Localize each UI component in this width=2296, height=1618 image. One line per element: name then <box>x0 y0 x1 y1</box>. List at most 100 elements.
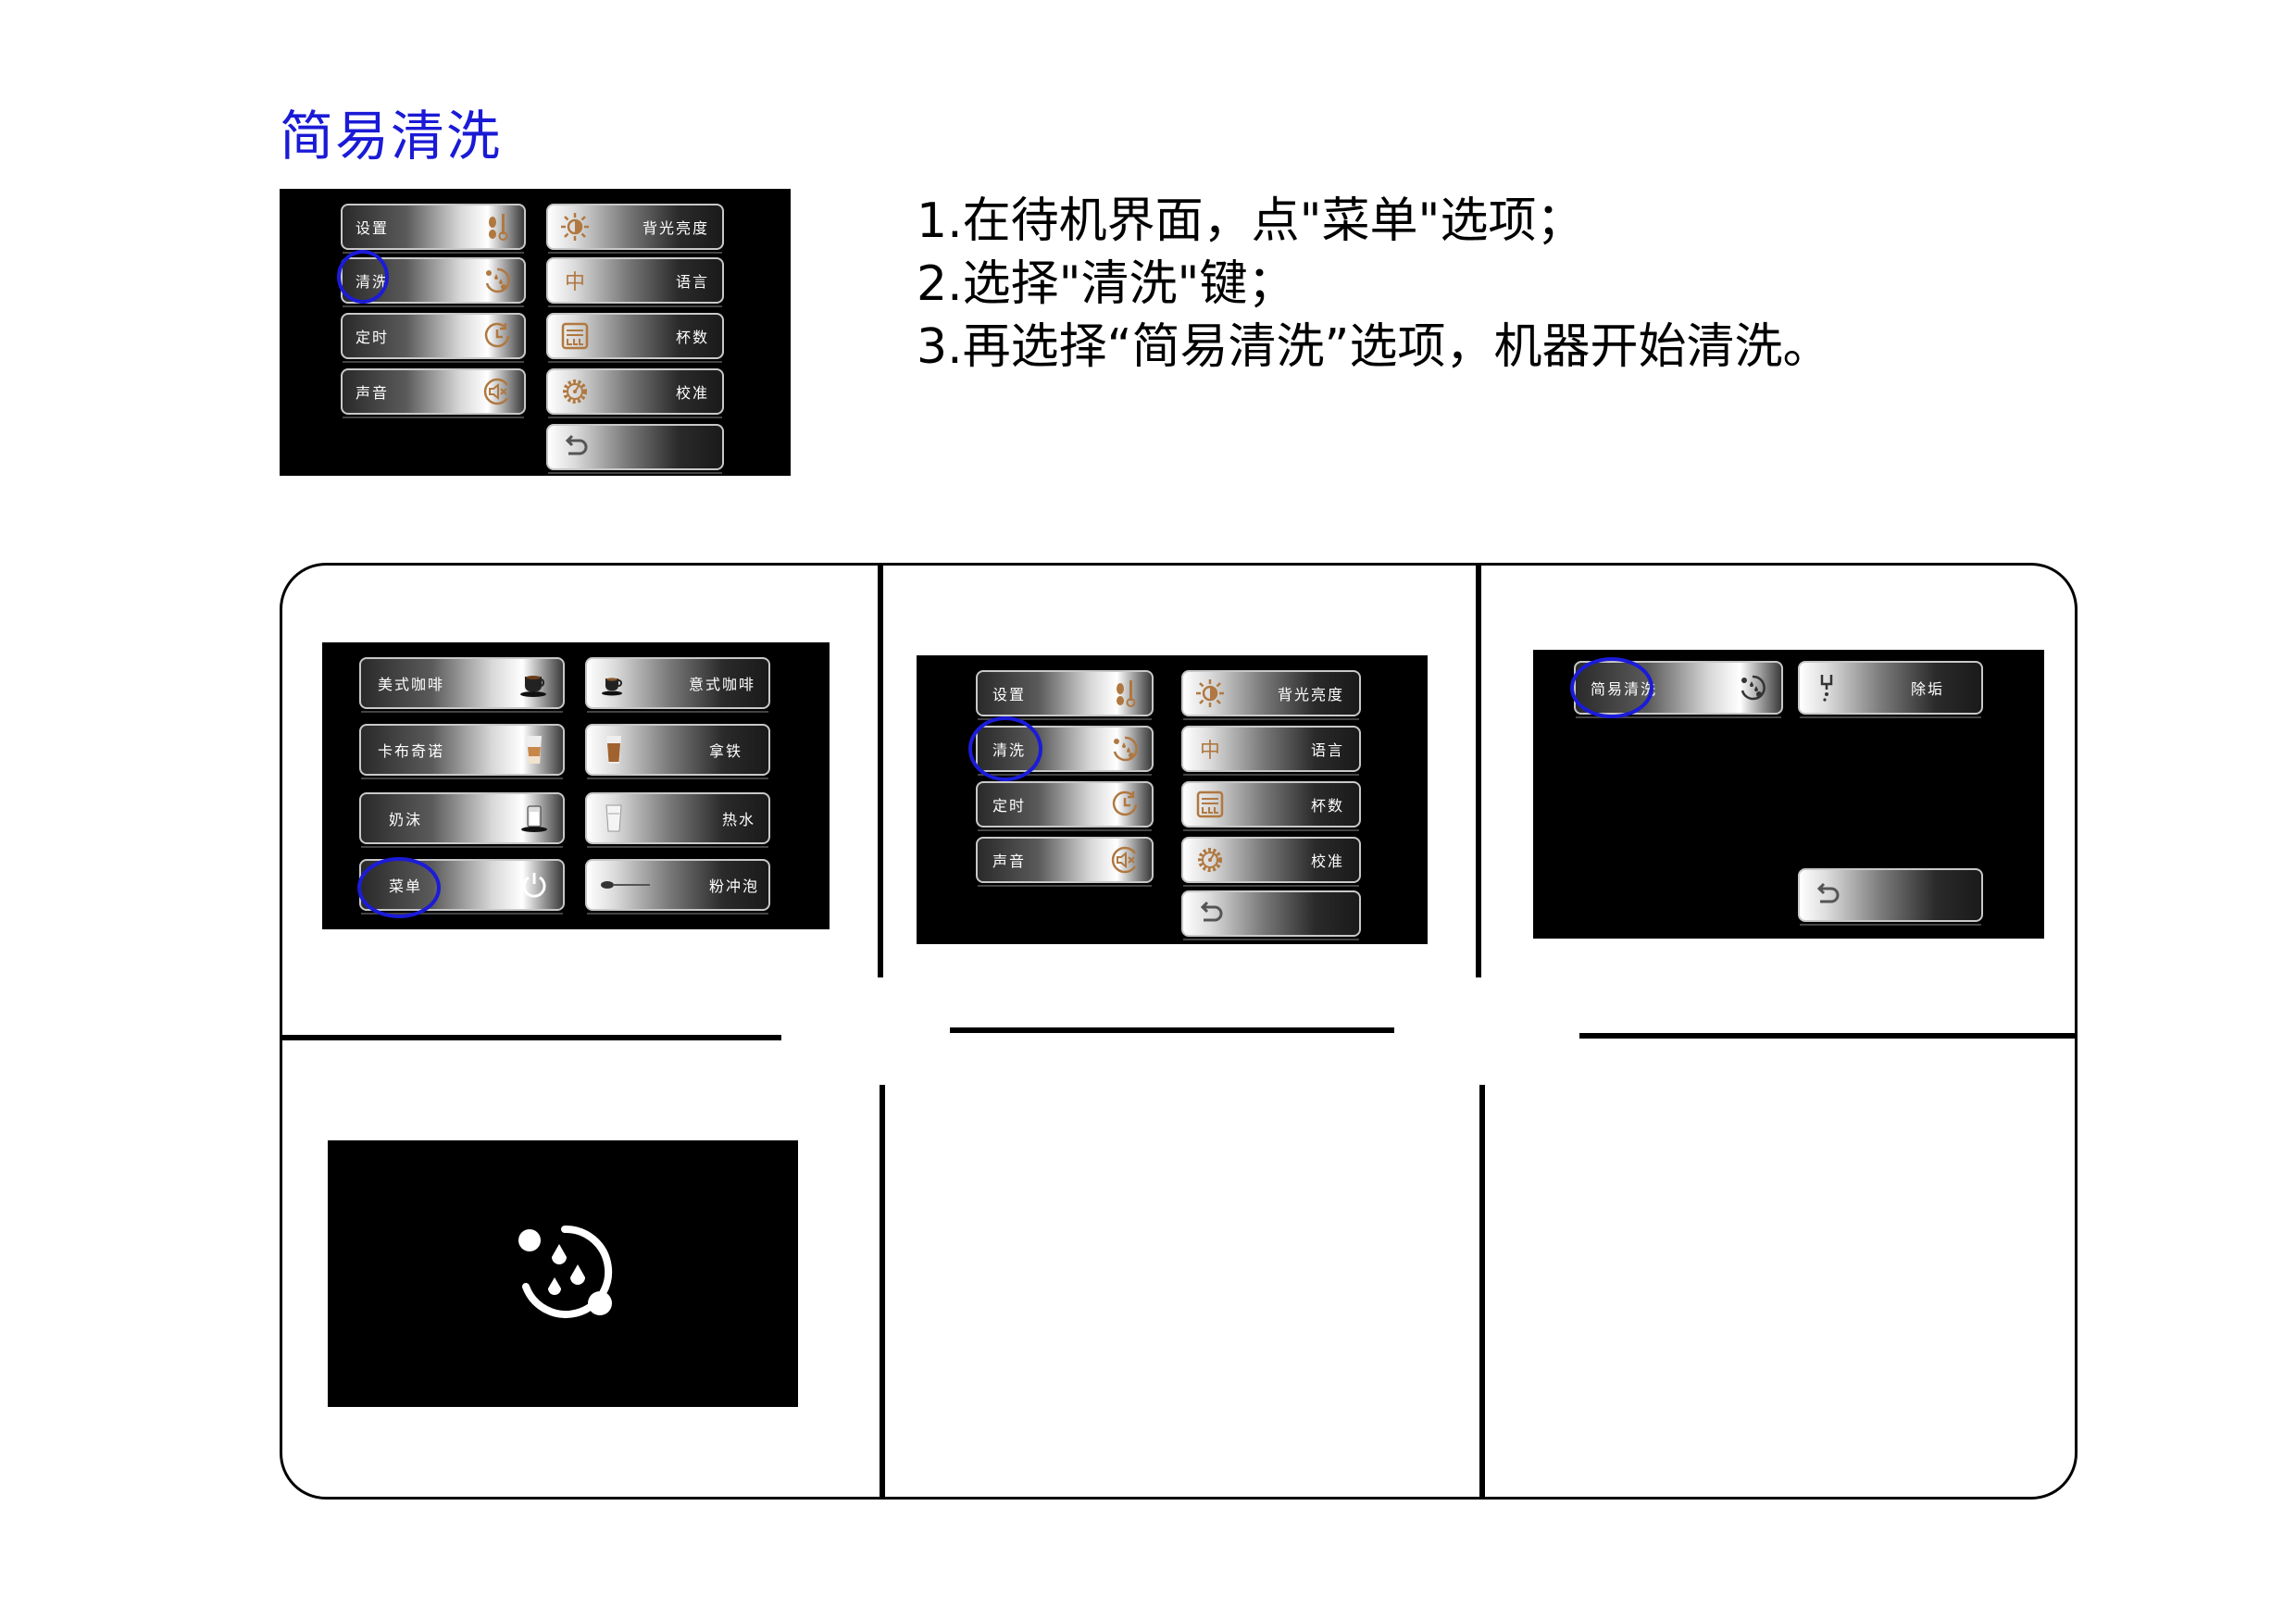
hot-water-label: 热水 <box>721 811 755 828</box>
cup-counter-icon <box>559 320 591 352</box>
instruction-step-3: 3.再选择“简易清洗”选项，机器开始清洗。 <box>917 319 1831 375</box>
button-underline <box>361 913 563 915</box>
menu-screen-step: 设置 清洗 定时 声音 背光亮度 中 语言 <box>917 655 1428 944</box>
clock-icon <box>1109 789 1141 820</box>
button-underline <box>1183 829 1359 831</box>
calibrate-button[interactable]: 校准 <box>1181 837 1361 887</box>
divider-vertical <box>878 565 883 977</box>
timer-label: 定时 <box>356 329 390 346</box>
americano-label: 美式咖啡 <box>378 676 445 693</box>
cup-count-button[interactable]: 杯数 <box>546 313 724 363</box>
highlight-circle <box>337 250 389 304</box>
cappuccino-button[interactable]: 卡布奇诺 <box>359 724 565 779</box>
sound-label: 声音 <box>992 853 1027 870</box>
latte-button[interactable]: 拿铁 <box>585 724 770 779</box>
timer-button[interactable]: 定时 <box>341 313 526 363</box>
cleaning-drops-icon <box>1737 672 1768 703</box>
back-button[interactable] <box>1798 868 1983 926</box>
milk-foam-button[interactable]: 奶沫 <box>359 792 565 848</box>
clean-options-screen: 简易清洗 除垢 <box>1533 650 2044 939</box>
language-icon: 中 <box>564 271 585 294</box>
language-button[interactable]: 中 语言 <box>546 257 724 307</box>
settings-label: 设置 <box>356 219 390 237</box>
instruction-step-1: 1.在待机界面，点"菜单"选项； <box>917 193 1585 249</box>
divider-vertical <box>1476 565 1481 977</box>
divider-horizontal <box>281 1035 781 1040</box>
speaker-mute-icon <box>1109 844 1141 876</box>
button-underline <box>587 778 768 779</box>
gear-icon <box>559 376 591 407</box>
cleaning-drops-icon <box>481 265 513 296</box>
button-underline <box>343 417 524 418</box>
cappuccino-glass-icon <box>518 734 550 765</box>
milk-foam-icon <box>518 803 550 834</box>
espresso-label: 意式咖啡 <box>688 676 755 693</box>
button-underline <box>587 711 768 713</box>
speaker-mute-icon <box>481 376 513 407</box>
sound-button[interactable]: 声音 <box>976 837 1154 887</box>
highlight-circle <box>1570 657 1653 718</box>
button-underline <box>343 361 524 363</box>
highlight-circle <box>968 716 1042 781</box>
button-underline <box>1183 774 1359 776</box>
divider-horizontal <box>950 1027 1394 1033</box>
hot-water-button[interactable]: 热水 <box>585 792 770 848</box>
descale-nozzle-icon <box>1811 672 1842 703</box>
back-button[interactable] <box>546 424 724 474</box>
back-button[interactable] <box>1181 890 1361 940</box>
powder-brew-label: 粉冲泡 <box>708 877 759 895</box>
espresso-button[interactable]: 意式咖啡 <box>585 657 770 713</box>
settings-button[interactable]: 设置 <box>341 204 526 254</box>
backlight-button[interactable]: 背光亮度 <box>546 204 724 254</box>
button-underline <box>1183 718 1359 720</box>
americano-button[interactable]: 美式咖啡 <box>359 657 565 713</box>
americano-cup-icon <box>518 667 550 699</box>
timer-button[interactable]: 定时 <box>976 781 1154 831</box>
sound-button[interactable]: 声音 <box>341 368 526 418</box>
instructions: 1.在待机界面，点"菜单"选项； 2.选择"清洗"键； 3.再选择“简易清洗”选… <box>917 190 1831 379</box>
home-screen: 美式咖啡 卡布奇诺 奶沫 菜单 意式咖啡 拿铁 <box>322 642 830 929</box>
menu-screen-top: 设置 清洗 定时 声音 背光亮度 中 语言 <box>280 189 791 476</box>
hot-water-glass-icon <box>598 803 630 834</box>
calibrate-label: 校准 <box>675 384 709 402</box>
back-arrow-icon <box>559 431 591 463</box>
button-underline <box>361 711 563 713</box>
cleaning-drops-icon <box>1109 733 1141 765</box>
cup-count-button[interactable]: 杯数 <box>1181 781 1361 831</box>
sun-icon <box>559 211 591 243</box>
beans-thermometer-icon <box>481 211 513 243</box>
button-underline <box>1183 939 1359 940</box>
power-menu-icon <box>518 869 550 901</box>
steps-frame <box>280 563 2078 1500</box>
language-button[interactable]: 中 语言 <box>1181 726 1361 776</box>
button-underline <box>343 305 524 307</box>
backlight-label: 背光亮度 <box>642 219 709 237</box>
button-underline <box>978 829 1152 831</box>
button-underline <box>1800 716 1981 718</box>
button-underline <box>978 774 1152 776</box>
backlight-button[interactable]: 背光亮度 <box>1181 670 1361 720</box>
descale-label: 除垢 <box>1910 680 1944 698</box>
button-underline <box>978 718 1152 720</box>
powder-brew-button[interactable]: 粉冲泡 <box>585 859 770 915</box>
sun-icon <box>1194 678 1226 709</box>
cup-counter-icon <box>1194 789 1226 820</box>
spoon-icon <box>598 869 654 901</box>
milk-foam-label: 奶沫 <box>389 811 423 828</box>
highlight-circle <box>357 857 441 918</box>
instruction-step-2: 2.选择"清洗"键； <box>917 256 1296 312</box>
sound-label: 声音 <box>356 384 390 402</box>
backlight-label: 背光亮度 <box>1277 686 1344 703</box>
language-label: 语言 <box>675 273 709 291</box>
divider-vertical <box>880 1085 885 1500</box>
latte-label: 拿铁 <box>708 742 742 760</box>
timer-label: 定时 <box>992 797 1027 815</box>
button-underline <box>978 885 1152 887</box>
settings-button[interactable]: 设置 <box>976 670 1154 720</box>
language-icon: 中 <box>1199 740 1220 763</box>
button-underline <box>1576 716 1781 718</box>
descale-button[interactable]: 除垢 <box>1798 661 1983 718</box>
calibrate-button[interactable]: 校准 <box>546 368 724 418</box>
settings-label: 设置 <box>992 686 1027 703</box>
button-underline <box>548 252 722 254</box>
